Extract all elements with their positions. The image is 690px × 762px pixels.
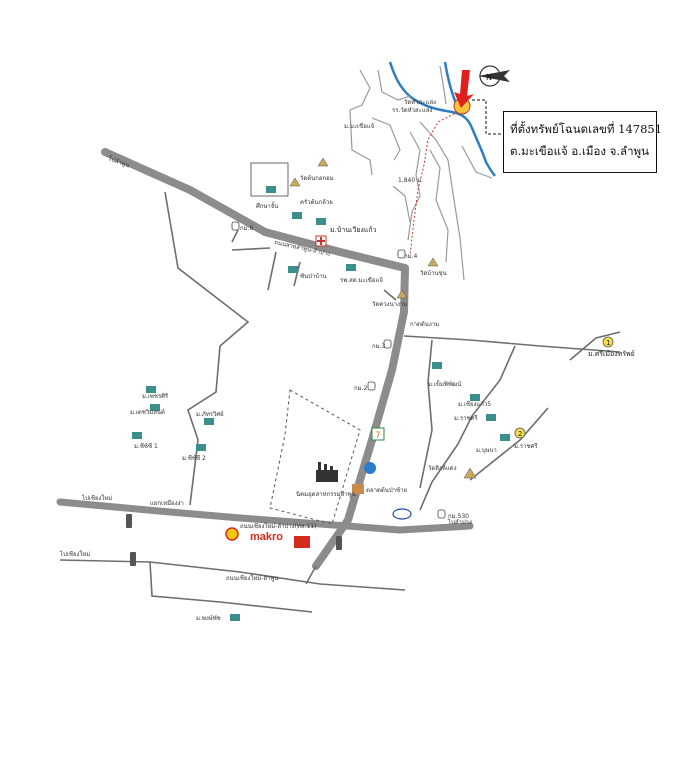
shell-logo xyxy=(225,527,239,541)
label-distance: 1,840 ม. xyxy=(398,177,423,184)
market-icon xyxy=(352,484,364,494)
label-to-chiangmai-1: ไปเชียงใหม่ xyxy=(81,494,112,502)
bank-icon xyxy=(364,462,376,474)
route-to-property xyxy=(409,111,459,256)
label-m-phongphat: ม.พงษ์พัช xyxy=(196,614,221,622)
main-roads xyxy=(56,148,474,570)
property-callout: ที่ตั้งทรัพย์โฉนดเลขที่ 147851 ต.มะเขือแ… xyxy=(503,111,663,173)
label-m-tatsoi: ม.ภัทรวิศย์ xyxy=(196,410,224,418)
label-m-bunbaa: ม.บุษบา xyxy=(476,447,497,454)
label-m-chiang-kaew5: ม.เชียงแก้ว5 xyxy=(458,400,491,408)
label-kru-ton-kluai: ครัวต้นกล้วย xyxy=(300,199,333,206)
label-km530: กม.530 xyxy=(448,513,469,520)
label-wat-ton-kok: วัดต้นกอกอม xyxy=(300,175,334,182)
label-m-rasri-2: ม.ราชศรี xyxy=(514,442,538,450)
label-m-sisri1: ม.ซีซ์ซี 1 xyxy=(134,442,158,450)
village-icons xyxy=(132,186,510,621)
label-san-pa-thong: ซันป่าบ้าน xyxy=(300,273,327,280)
label-industrial-estate: นิคมอุตสาหกรรมลำพูน xyxy=(296,491,356,498)
label-km4: กม.4 xyxy=(404,253,417,260)
label-wat-sing-taeng: วัดสิงห์แต่ง xyxy=(428,464,457,472)
label-wat-khuang: วัดควงนางาม xyxy=(372,301,407,308)
label-road-cm-lp: ถนนเชียงใหม่-ลำพูน xyxy=(226,574,279,582)
label-km2: กม.2 xyxy=(354,385,367,392)
seven-label: 7 xyxy=(375,431,381,441)
label-kad-ton-ngeam: กาดต้นงาม xyxy=(410,321,439,328)
svg-text:N: N xyxy=(486,73,492,82)
label-mae-ngiem-chia: แยกเหมืองง่า xyxy=(150,499,184,507)
label-sakrajeng: ศึกษาจั้น xyxy=(256,200,279,210)
callout-leader xyxy=(472,99,503,135)
label-m-srimuang: ม.ศรีเมืองทรัพย์ xyxy=(588,350,635,358)
factory-icon xyxy=(316,462,338,482)
esso-logo xyxy=(392,508,412,520)
temple-icons xyxy=(289,157,477,479)
secondary-roads xyxy=(59,191,621,613)
km-marker-icons xyxy=(231,221,446,519)
label-km6: กม.6 xyxy=(240,225,253,232)
compass-icon: N xyxy=(478,65,510,87)
label-m-detmoon: ม.เดชวิมลนต์ xyxy=(130,408,165,416)
label-wat-ban-khum: วัดบ้านขุ่น xyxy=(420,270,447,277)
traffic-light-icons xyxy=(126,514,342,566)
village-box xyxy=(250,162,289,197)
industrial-estate-boundary xyxy=(269,389,361,525)
label-market: ตลาดต้นป่าซ้าย xyxy=(366,487,407,494)
location-arrow-icon xyxy=(454,70,474,108)
hospital-icon xyxy=(315,235,327,247)
minor-roads-north xyxy=(349,65,493,281)
label-m-sisri2: ม.ซีซ์ซี 2 xyxy=(182,454,206,462)
label-highway-11: ถนนเชียงใหม่-ลำปาง(ทล.11) xyxy=(240,522,316,530)
svg-text:1: 1 xyxy=(606,339,610,347)
river xyxy=(388,61,497,177)
svg-text:2: 2 xyxy=(518,430,522,438)
label-school-hat-sang: รร.วัดหัวสะแล่ง xyxy=(392,107,432,114)
makro-logo: makro xyxy=(250,531,283,543)
label-m-chem-phiphat: ม.เข็มพิพัฒน์ xyxy=(428,379,461,388)
label-ban-wiang-kaew: ม.บ้านเวียงแก้ว xyxy=(330,226,377,234)
label-rp-makhuea: รพ.สต.มะเขือแจ้ xyxy=(340,276,383,284)
callout-title: ที่ตั้งทรัพย์โฉนดเลขที่ 147851 xyxy=(510,122,663,136)
label-to-lampang: ไปลำปาง xyxy=(447,518,472,526)
store-logo xyxy=(294,536,310,548)
seven-eleven-icon: 7 xyxy=(371,427,385,441)
label-mae-kuen-jae: ม.มะเขือแจ้ xyxy=(344,122,374,130)
label-m-rasri: ม.ราชศรี xyxy=(454,414,478,422)
label-km3: กม.3 xyxy=(372,343,385,350)
label-to-chiangmai-2: ไปเชียงใหม่ xyxy=(59,550,90,558)
callout-address: ต.มะเขือแจ้ อ.เมือง จ.ลำพูน xyxy=(510,144,649,158)
numbered-markers: 1 2 xyxy=(514,336,614,439)
label-m-phet-siri: ม.เพชรศิริ xyxy=(142,393,169,400)
label-wat-hat-sang: วัดหัวสะแล่ง xyxy=(404,99,436,106)
